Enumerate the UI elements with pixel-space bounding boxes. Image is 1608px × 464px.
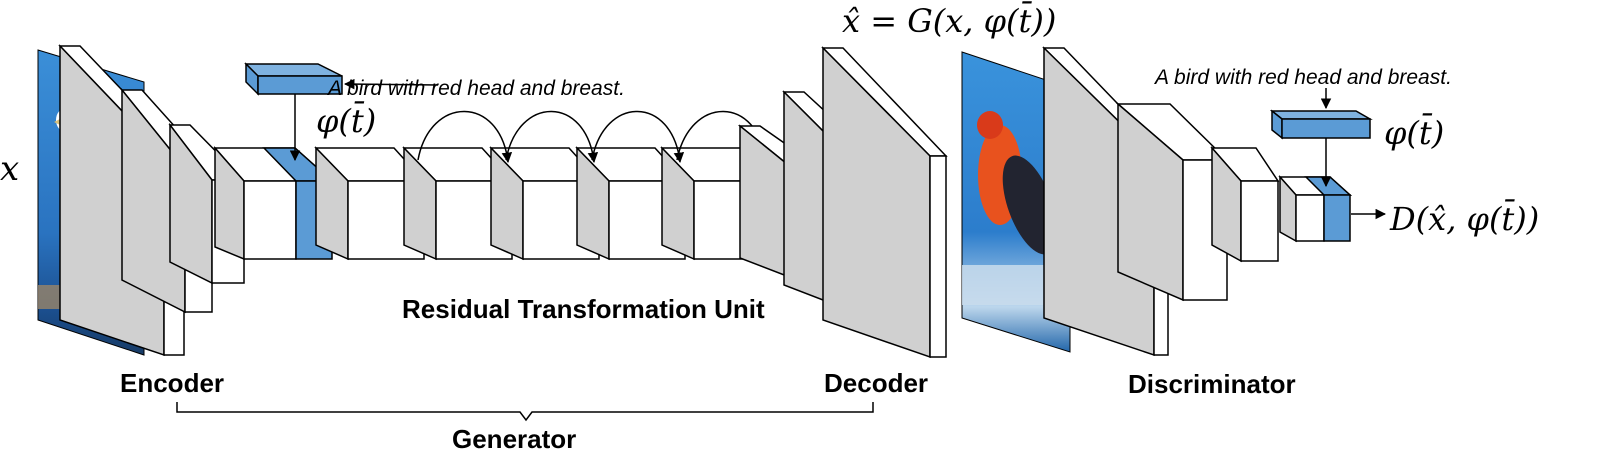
input-x-label: x [0,149,19,189]
discriminator-output-label: D(x̂, φ(t̄)) [1389,199,1539,238]
generator-label: Generator [452,424,576,454]
generator-brace [176,402,874,422]
discriminator-block-2 [1115,102,1229,302]
encoder-bottleneck-block [213,146,334,261]
encoder-label: Encoder [120,368,224,398]
skip-connection-arrow-1 [417,110,513,164]
decoder-label: Decoder [824,368,928,398]
caption-text-generator: A bird with red head and breast. [326,77,625,100]
caption-text-discriminator: A bird with red head and breast. [1153,66,1452,89]
caption-to-embedding-arrow [343,78,439,90]
embedding-label-discriminator: φ(t̄) [1384,113,1444,152]
discriminator-label: Discriminator [1128,369,1296,399]
skip-connection-arrow-2 [505,110,599,164]
text-embedding-box-discriminator [1269,109,1373,140]
residual-unit-label: Residual Transformation Unit [402,294,765,324]
discriminator-block-3 [1210,146,1280,263]
text-embedding-box-generator [244,62,343,96]
decoder-block-3 [821,46,948,359]
discriminator-embedding-block [1278,175,1352,243]
embedding-label-generator: φ(t̄) [316,101,376,140]
skip-connection-arrow-3 [591,110,685,164]
generator-output-label: x̂ = G(x, φ(t̄)) [842,1,1056,40]
